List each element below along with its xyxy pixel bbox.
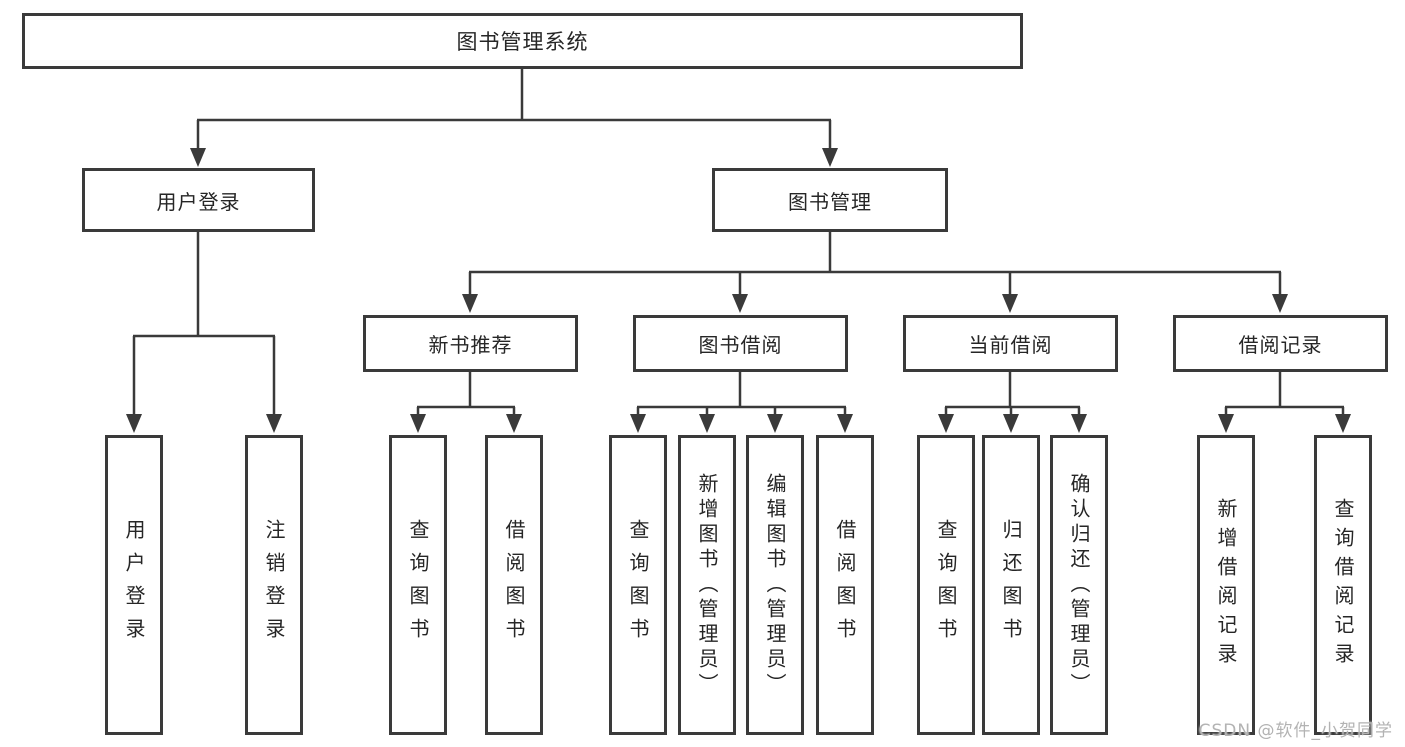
node-label: 借阅记录: [1238, 333, 1323, 357]
node-book-borrow: 图书借阅: [633, 315, 848, 372]
node-label: 用户登录: [122, 519, 146, 651]
node-label: 新增借阅记录: [1214, 498, 1238, 672]
node-records-query-borrow-record: 查询借阅记录: [1314, 435, 1372, 735]
node-label: 归还图书: [999, 519, 1023, 651]
node-label: 用户登录: [156, 189, 241, 214]
node-recommend-borrow-book: 借阅图书: [485, 435, 543, 735]
node-current-borrow: 当前借阅: [903, 315, 1118, 372]
node-label: 当前借阅: [968, 333, 1053, 357]
node-label: 新书推荐: [428, 333, 513, 357]
node-label: 查询图书: [626, 519, 650, 651]
node-current-confirm-return-admin: 确认归还（管理员）: [1050, 435, 1108, 735]
node-label: 图书管理: [788, 189, 872, 214]
node-user-login: 用户登录: [82, 168, 315, 232]
node-user-login-leaf: 用户登录: [105, 435, 163, 735]
node-label: 确认归还（管理员）: [1067, 472, 1091, 698]
node-library-management-system: 图书管理系统: [22, 13, 1023, 69]
node-label: 注销登录: [262, 519, 286, 651]
node-borrow-records: 借阅记录: [1173, 315, 1388, 372]
node-borrow-query-book: 查询图书: [609, 435, 667, 735]
node-book-management: 图书管理: [712, 168, 948, 232]
node-label: 查询借阅记录: [1331, 498, 1355, 672]
node-current-return-book: 归还图书: [982, 435, 1040, 735]
node-label: 借阅图书: [833, 519, 857, 651]
csdn-watermark: CSDN @软件_小贺同学: [1198, 721, 1393, 741]
node-borrow-borrow-book: 借阅图书: [816, 435, 874, 735]
node-label: 借阅图书: [502, 519, 526, 651]
node-label: 查询图书: [934, 519, 958, 651]
node-logout: 注销登录: [245, 435, 303, 735]
node-borrow-add-book-admin: 新增图书（管理员）: [678, 435, 736, 735]
node-recommend-query-book: 查询图书: [389, 435, 447, 735]
node-label: 新增图书（管理员）: [695, 472, 719, 698]
node-label: 编辑图书（管理员）: [763, 472, 787, 698]
node-current-query-book: 查询图书: [917, 435, 975, 735]
node-new-book-recommend: 新书推荐: [363, 315, 578, 372]
node-label: 图书管理系统: [456, 30, 589, 54]
node-label: 图书借阅: [698, 333, 783, 357]
node-borrow-edit-book-admin: 编辑图书（管理员）: [746, 435, 804, 735]
node-records-add-borrow-record: 新增借阅记录: [1197, 435, 1255, 735]
node-label: 查询图书: [406, 519, 430, 651]
